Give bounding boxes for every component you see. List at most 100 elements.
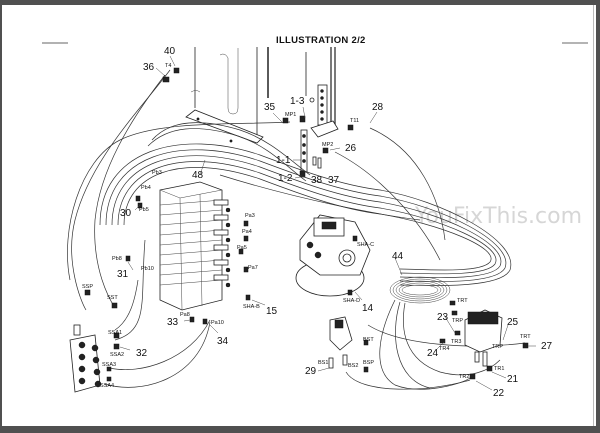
port-Pb5: Pb5 — [139, 207, 149, 213]
port-SSP: SSP — [82, 284, 93, 290]
callout-15: 15 — [266, 306, 278, 317]
page-edge — [594, 5, 596, 426]
port-Pb3: Pb3 — [152, 170, 162, 176]
fitting-SSA1 — [113, 332, 120, 339]
fitting-TR4 — [439, 338, 446, 344]
fitting-Pa7 — [243, 266, 249, 273]
fitting-SHA-B — [245, 294, 251, 301]
port-SSA3: SSA3 — [102, 362, 116, 368]
port-BS2: BS2 — [348, 363, 358, 369]
port-BSP: BSP — [363, 360, 374, 366]
callout-44: 44 — [392, 251, 404, 262]
fitting-Pa3 — [243, 220, 249, 227]
port-SSA2: SSA2 — [110, 352, 124, 358]
port-SHA-B: SHA-B — [243, 304, 260, 310]
fitting-SHA-D — [347, 289, 353, 296]
fitting-Pa5 — [238, 248, 244, 255]
callout-40: 40 — [164, 46, 176, 57]
fitting-SSA3 — [106, 366, 112, 372]
callout-37: 37 — [328, 175, 340, 186]
fitting-SST — [111, 302, 118, 309]
callout-26: 26 — [345, 143, 357, 154]
callout-24: 24 — [427, 348, 439, 359]
port-Pb8: Pb8 — [112, 256, 122, 262]
fitting-MP1 — [282, 117, 289, 124]
callout-28: 28 — [372, 102, 384, 113]
port-TR2: TR2 — [459, 374, 469, 380]
leader-lines — [119, 55, 536, 391]
swing-motor — [295, 214, 371, 297]
port-TR3: TR3 — [451, 339, 461, 345]
fitting-BST — [363, 339, 369, 346]
port-codes: T4 MP1 MP2 T11 Pb3 Pb4 Pb5 Pb8 Pb10 Pa3 … — [82, 63, 531, 389]
port-TRP-right: TRP — [492, 344, 503, 350]
selector-valve-ssa — [69, 324, 102, 393]
port-Pb4: Pb4 — [141, 185, 151, 191]
port-SHA-C: SHA-C — [357, 242, 374, 248]
callout-35: 35 — [264, 102, 276, 113]
callout-29: 29 — [305, 366, 317, 377]
port-MP1: MP1 — [285, 112, 296, 118]
port-Pa10: Pa10 — [211, 320, 224, 326]
fitting-MP2 — [322, 147, 329, 154]
fittings — [84, 67, 529, 382]
port-Pb10: Pb10 — [141, 266, 154, 272]
callout-36: 36 — [143, 62, 155, 73]
watermark: YouFixThis.com — [414, 204, 582, 229]
port-TR1: TR1 — [494, 366, 504, 372]
fitting-TRT — [449, 300, 456, 306]
fitting-TRP — [451, 310, 458, 316]
callout-32: 32 — [136, 348, 148, 359]
travel-valve — [464, 309, 503, 367]
fitting-SHA-C — [352, 235, 358, 242]
port-SHA-D: SHA-D — [343, 298, 360, 304]
fitting-TRT-right — [522, 342, 529, 349]
callout-23: 23 — [437, 312, 449, 323]
port-Pa7: Pa7 — [248, 265, 258, 271]
port-SST: SST — [107, 295, 118, 301]
callout-48: 48 — [192, 170, 204, 181]
fitting-Pb4 — [135, 195, 141, 202]
callout-34: 34 — [217, 336, 229, 347]
fitting-TR1 — [486, 365, 493, 372]
port-MP2: MP2 — [322, 142, 333, 148]
callout-25: 25 — [507, 317, 519, 328]
port-Pa8: Pa8 — [180, 312, 190, 318]
fitting-T4 — [173, 67, 180, 74]
callout-31: 31 — [117, 269, 129, 280]
callout-21: 21 — [507, 374, 519, 385]
callout-1-1: 1-1 — [276, 155, 291, 166]
port-BST: BST — [363, 337, 374, 343]
fitting-Pa4 — [243, 235, 249, 242]
port-TRP: TRP — [452, 318, 463, 324]
fitting-BSP — [363, 366, 369, 373]
port-Pa5: Pa5 — [237, 245, 247, 251]
fitting-Pb5 — [137, 202, 143, 209]
callout-27: 27 — [541, 341, 553, 352]
callout-numbers: 40 36 35 1-3 28 26 1-1 1-2 38 37 48 30 3… — [117, 46, 553, 399]
mount-bracket — [305, 47, 339, 138]
fitting-SSP — [84, 289, 91, 296]
callout-33: 33 — [167, 317, 179, 328]
port-T11: T11 — [350, 118, 359, 124]
fitting-Pb8 — [125, 255, 131, 262]
fitting-Pa8 — [189, 316, 195, 323]
port-SSA1: SSA1 — [108, 330, 122, 336]
fitting-Pa10 — [202, 318, 208, 325]
port-TR4: TR4 — [439, 346, 449, 352]
fitting-TR2 — [469, 373, 476, 380]
fitting-TR3 — [454, 330, 461, 336]
fitting-SSA2 — [113, 343, 120, 350]
port-T4: T4 — [165, 63, 171, 69]
callout-14: 14 — [362, 303, 374, 314]
port-BS1: BS1 — [318, 360, 328, 366]
hose-runs — [67, 69, 526, 390]
callout-1-2: 1-2 — [278, 173, 293, 184]
callout-1-3: 1-3 — [290, 96, 305, 107]
fitting-SSA4 — [106, 376, 112, 382]
illustration-title: ILLUSTRATION 2/2 — [276, 35, 366, 46]
port-TRT: TRT — [457, 298, 468, 304]
port-SSA4: SSA4 — [100, 383, 114, 389]
pedal-valve-bs — [328, 316, 353, 369]
hose-bundle-48 — [99, 122, 512, 286]
